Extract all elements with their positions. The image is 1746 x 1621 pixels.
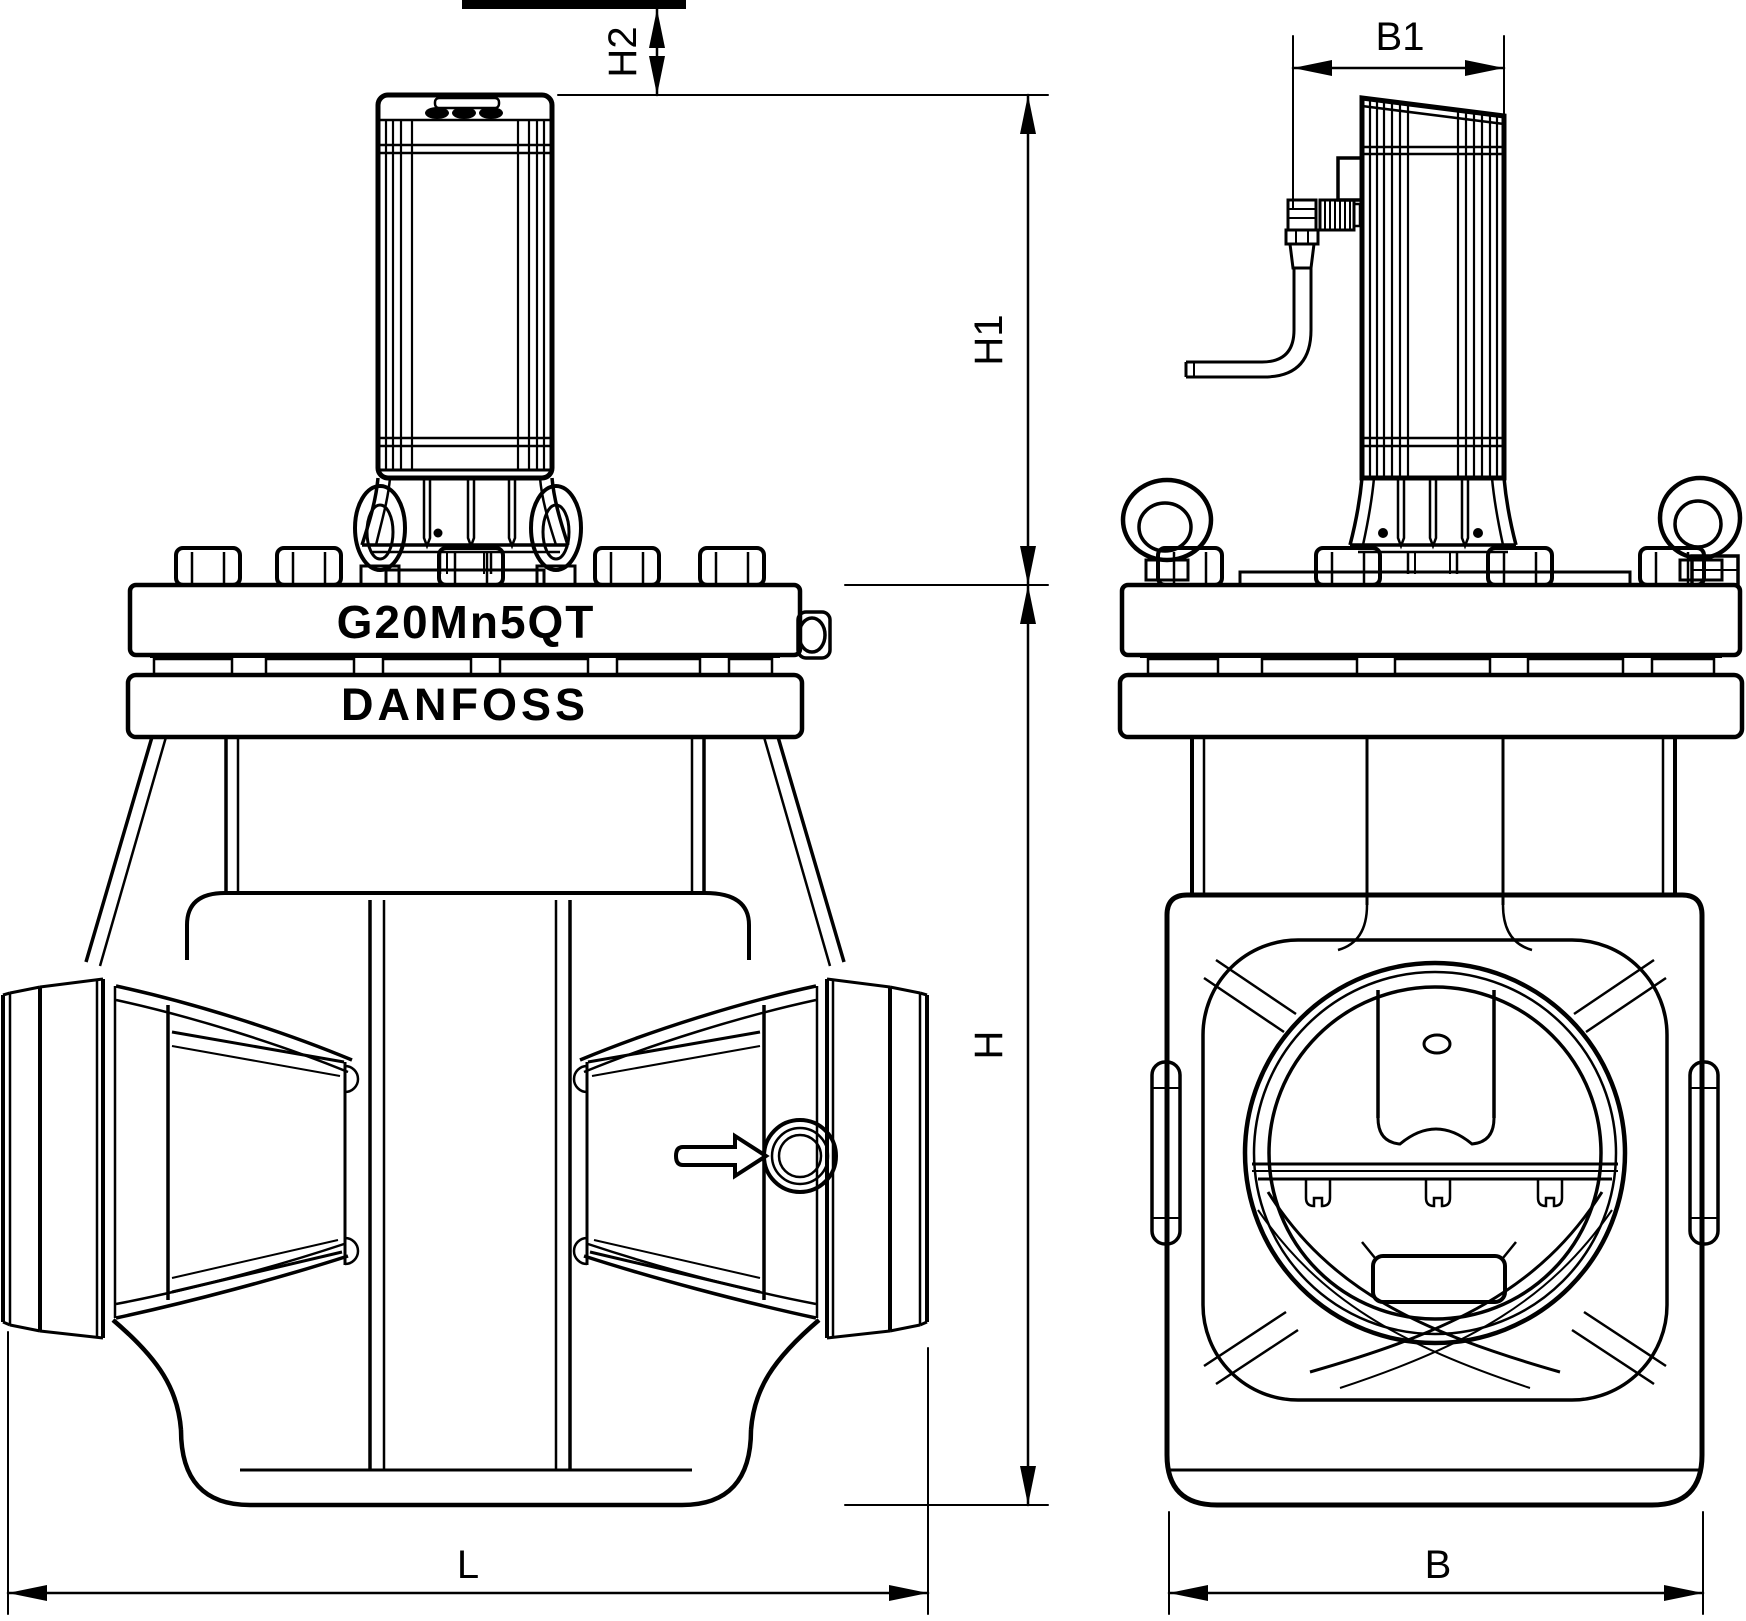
stroke-reference-line: [462, 0, 686, 9]
dim-label-l: L: [457, 1543, 479, 1587]
side-boss-right: [1688, 1060, 1720, 1246]
actuator-connector-port: [452, 107, 476, 119]
port-bore-ring-outer: [1242, 960, 1628, 1346]
flow-direction-arrow-icon: [673, 1132, 770, 1180]
bottom-opening-side: [1361, 1241, 1517, 1304]
side-view: [1117, 95, 1745, 1508]
dim-label-h2: H2: [601, 26, 645, 77]
bottom-flange-side: [1117, 672, 1745, 740]
eye-bolt-right-side: [1657, 475, 1743, 582]
top-flange-side: [1119, 582, 1743, 658]
gauge-boss-ring-inner: [777, 1133, 823, 1179]
bonnet-side: [1190, 737, 1677, 952]
pipe-port-left: [1, 977, 105, 1340]
brand-marking: DANFOSS: [341, 679, 589, 730]
actuator-side: [1336, 95, 1507, 481]
top-flange-front: G20Mn5QT: [127, 582, 832, 660]
dim-label-b1: B1: [1376, 15, 1425, 59]
cable-connector: [1184, 198, 1362, 379]
actuator-connector-port: [425, 107, 449, 119]
side-boss-left: [1150, 1060, 1182, 1246]
body-center-rib: [368, 900, 572, 1470]
yoke-side: [1348, 477, 1518, 574]
port-bore-ring-mid: [1252, 970, 1618, 1336]
seat-bar-side: [1252, 1162, 1618, 1208]
front-view: G20Mn5QT DANFOSS: [1, 92, 929, 1508]
pipe-port-right: [825, 977, 929, 1340]
dim-label-h1: H1: [967, 314, 1011, 365]
cable-outline: [1186, 268, 1313, 379]
actuator-display-window: [433, 96, 501, 110]
body-bottom-front: [111, 1318, 821, 1508]
dimension-annotations: H2 H1 H L B1 B: [6, 0, 1705, 1615]
gasket-side: [1140, 656, 1722, 676]
bonnet-front: [84, 736, 846, 967]
port-bore-ring-inner: [1267, 985, 1603, 1321]
dim-label-h: H: [967, 1031, 1011, 1060]
bottom-flange-front: DANFOSS: [125, 672, 805, 740]
gasket-front: [150, 656, 780, 676]
body-face-side: [1201, 938, 1669, 1402]
actuator-side-tab: [1336, 156, 1364, 202]
valve-body-front: [1, 900, 929, 1508]
flange-bolts-side: [1156, 546, 1740, 587]
flange-bolts-front: [174, 546, 766, 587]
valve-cone-side: [1376, 990, 1496, 1146]
valve-body-side: [1150, 892, 1720, 1508]
actuator-front: [375, 92, 555, 481]
gauge-boss-ring-mid: [770, 1126, 830, 1186]
body-pocket-right: [572, 984, 819, 1320]
flow-indicator: [673, 1118, 838, 1194]
web-arcs-side: [1257, 1191, 1613, 1389]
eye-bolt-left-side: [1120, 477, 1214, 582]
actuator-connector-port: [479, 107, 503, 119]
body-pocket-left: [113, 984, 360, 1320]
dim-label-b: B: [1425, 1543, 1452, 1587]
material-marking: G20Mn5QT: [337, 596, 596, 648]
